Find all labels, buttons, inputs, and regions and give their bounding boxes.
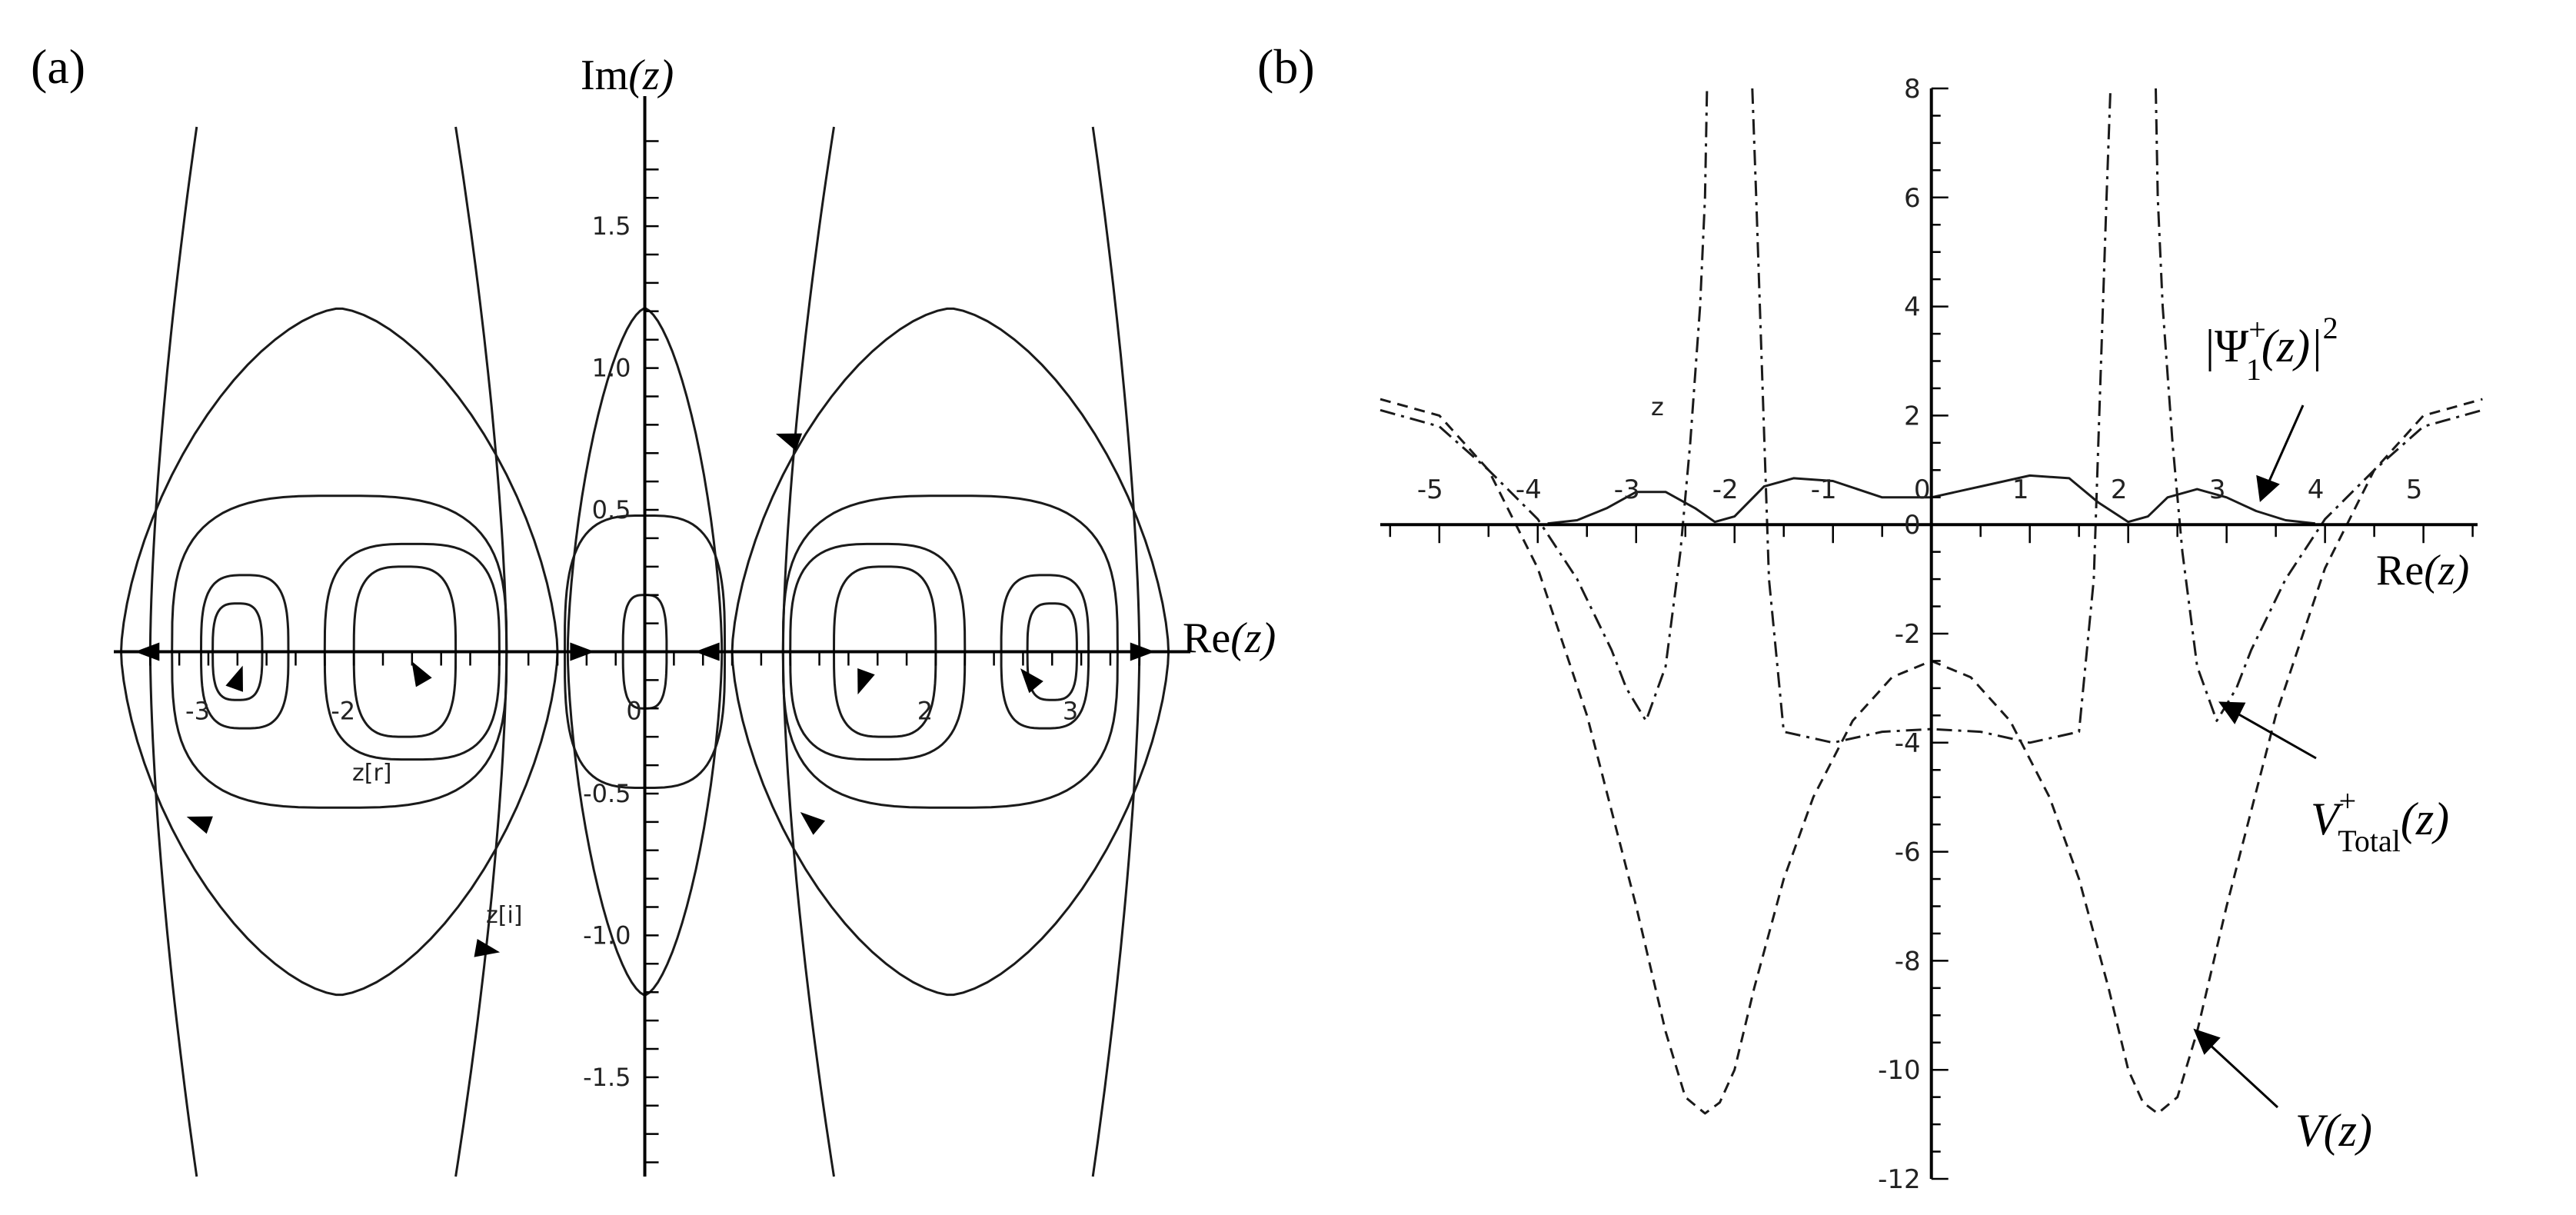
panel-b-x-tick-label: 1 xyxy=(2012,474,2029,505)
panel-b-y-tick-label: 2 xyxy=(1904,401,1921,431)
panel-a-x-tick-label: 0 xyxy=(626,697,641,726)
panel-b-y-tick-label: -2 xyxy=(1895,619,1921,650)
panel-b-y-tick-label: -12 xyxy=(1878,1164,1921,1195)
panel-a-x-axis-title: Re(z) xyxy=(1183,614,1276,662)
panel-b-x-tick-label: -2 xyxy=(1712,474,1739,505)
panel-b-x-tick-label: -5 xyxy=(1417,474,1443,505)
panel-a-y-tick-label: 1.0 xyxy=(592,354,631,383)
psi-label: |Ψ+1(z)|2 xyxy=(2205,311,2338,387)
panel-b-y-tick-label: 6 xyxy=(1904,183,1921,214)
panel-b-y-tick-label: 8 xyxy=(1904,74,1921,105)
flow-arrowhead xyxy=(775,433,803,451)
panel-a-axes: -3 -2 0 2 3 1.5 1.0 0.5 -0.5 -1.0 -1.5 xyxy=(114,96,1190,1177)
v-pointer xyxy=(2207,1042,2279,1109)
panel-a-arrows xyxy=(135,433,1155,957)
panel-a-x-tick-label: -3 xyxy=(185,697,210,726)
panel-b-x-tick-label: 2 xyxy=(2111,474,2128,505)
flow-arrowhead xyxy=(800,811,826,835)
v-pointer-head xyxy=(2193,1028,2221,1055)
panel-b-x-tick-label: -3 xyxy=(1614,474,1640,505)
panel-a: (a) -3 -2 0 2 3 1.5 1.0 0.5 -0.5 -1.0 -1.5 Im(z) R… xyxy=(31,39,1276,1177)
panel-a-y-axis-title: Im(z) xyxy=(581,52,674,99)
annotation-zr: z[r] xyxy=(352,760,392,787)
panel-b-label: (b) xyxy=(1257,39,1315,94)
panel-b-y-tick-label: -10 xyxy=(1878,1055,1921,1086)
panel-a-y-tick-label: 0.5 xyxy=(592,495,631,524)
panel-a-y-tick-label: 1.5 xyxy=(592,211,631,241)
vtotal-pointer-head xyxy=(2218,701,2246,724)
panel-b-z-label: z xyxy=(1651,392,1664,421)
panel-b-x-tick-label: 3 xyxy=(2209,474,2226,505)
panel-b-y-tick-label: 4 xyxy=(1904,292,1921,323)
flow-arrowhead xyxy=(474,938,501,957)
panel-a-x-tick-label: 3 xyxy=(1063,697,1078,726)
flow-arrowhead xyxy=(411,661,432,687)
panel-b-y-tick-label: -8 xyxy=(1895,946,1921,977)
panel-b-x-tick-label: -4 xyxy=(1516,474,1542,505)
flow-arrowhead xyxy=(857,668,875,695)
panel-a-x-tick-label: 2 xyxy=(917,697,933,726)
flow-arrowhead xyxy=(694,642,720,661)
panel-a-y-tick-label: -0.5 xyxy=(583,779,631,808)
panel-b-y-tick-label: -4 xyxy=(1895,728,1921,759)
flow-arrowhead xyxy=(225,665,243,692)
panel-b-x-tick-label: 0 xyxy=(1914,474,1931,505)
v-label: V(z) xyxy=(2295,1105,2372,1156)
psi-pointer xyxy=(2267,404,2305,484)
panel-b-x-tick-label: 4 xyxy=(2308,474,2325,505)
panel-a-y-tick-label: -1.0 xyxy=(583,920,631,950)
vtotal-pointer xyxy=(2235,711,2317,760)
flow-arrowhead xyxy=(1020,668,1043,694)
panel-a-label: (a) xyxy=(31,39,85,94)
flow-arrowhead xyxy=(570,642,595,661)
flow-arrowhead xyxy=(186,816,213,834)
vtotal-label: V+Total(z) xyxy=(2311,784,2449,858)
panel-b-x-axis-title: Re(z) xyxy=(2376,547,2469,594)
flow-arrowhead xyxy=(1130,642,1155,661)
label-pointer-arrows xyxy=(2193,404,2317,1109)
annotation-zi: z[i] xyxy=(486,902,523,929)
panel-b-x-tick-label: -1 xyxy=(1811,474,1837,505)
panel-b-y-tick-label: 0 xyxy=(1904,510,1921,541)
panel-b-y-tick-label: -6 xyxy=(1895,837,1921,868)
panel-a-y-tick-label: -1.5 xyxy=(583,1063,631,1092)
flow-arrowhead xyxy=(135,642,160,661)
psi-pointer-head xyxy=(2256,474,2280,503)
panel-a-x-tick-label: -2 xyxy=(331,697,355,726)
panel-b-x-tick-label: 5 xyxy=(2406,474,2423,505)
